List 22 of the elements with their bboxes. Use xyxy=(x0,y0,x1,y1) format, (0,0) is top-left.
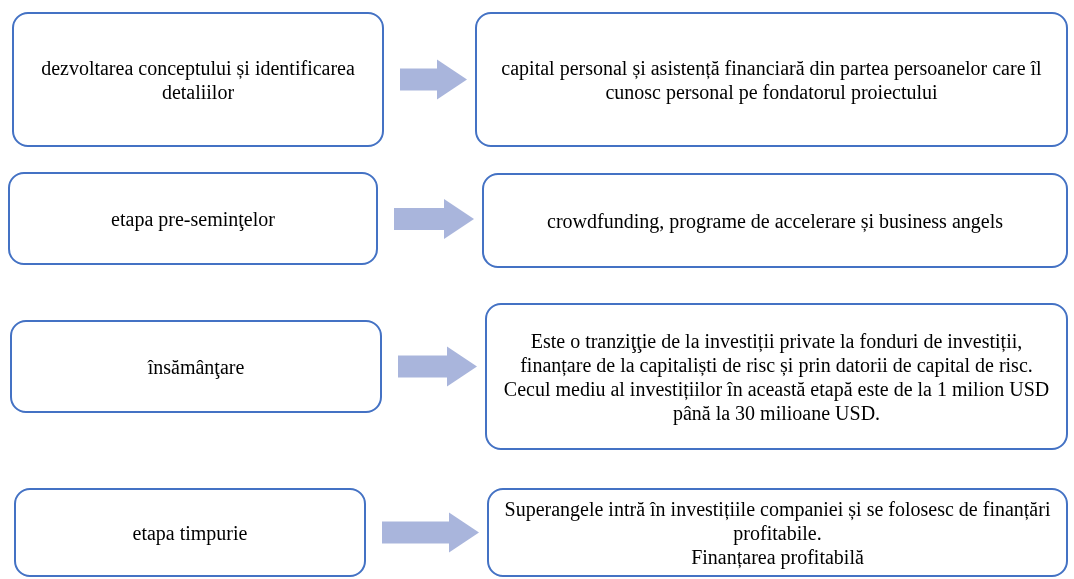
box-text: însămânţare xyxy=(147,354,245,379)
block-arrow xyxy=(394,199,474,239)
block-arrow xyxy=(382,512,479,553)
process-box xyxy=(487,488,1068,577)
block-arrow xyxy=(398,346,477,387)
process-box xyxy=(14,488,366,577)
box-text: etapa pre-seminţelor xyxy=(111,206,275,231)
box-text: etapa timpurie xyxy=(132,520,248,545)
process-box xyxy=(475,12,1068,147)
box-text: Cecul mediu al investițiilor în această etapă este de la 1 milion USD până la 30 milioane USD. xyxy=(502,377,1051,425)
box-text: dezvoltarea conceptului și identificarea detaliilor xyxy=(40,55,356,104)
process-box xyxy=(485,303,1068,450)
process-box xyxy=(10,320,382,413)
process-box xyxy=(8,172,378,265)
process-box xyxy=(482,173,1068,268)
process-box xyxy=(12,12,384,147)
box-text: Este o tranziţţie de la investiții private la fonduri de investiții, finanțare de la capitaliști de risc și prin datorii de capital de risc. xyxy=(519,328,1034,377)
box-text: capital personal și asistență financiară din partea persoanelor care îl cunosc personal pe fondatorul proiectului xyxy=(500,55,1043,104)
box-text: Superangele intră în investițiile companiei și se folosesc de finanțări profitabile. xyxy=(503,496,1052,545)
box-text: Finanțarea profitabilă xyxy=(691,545,864,569)
block-arrow xyxy=(400,59,467,100)
box-text: crowdfunding, programe de accelerare și business angels xyxy=(547,208,1003,233)
